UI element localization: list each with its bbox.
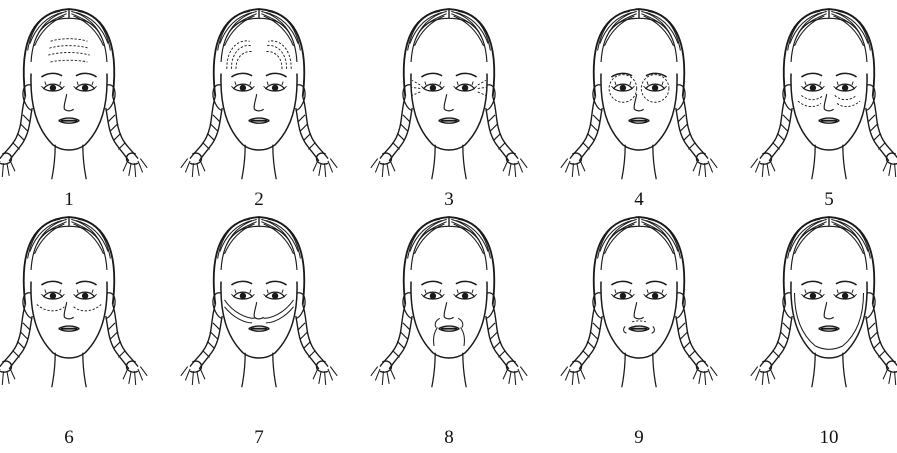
face-drawing (751, 9, 897, 179)
periorbital-circles-marking (609, 75, 669, 103)
panel-number: 3 (444, 189, 454, 210)
face-drawing (371, 9, 527, 179)
face-panel-5: 5 (751, 9, 897, 210)
panel-number: 5 (824, 189, 834, 210)
face-panel-8: 8 (371, 217, 527, 448)
face-drawing (561, 9, 717, 179)
panel-number: 9 (634, 427, 644, 448)
face-drawing (371, 217, 527, 387)
jawline-contour-marking (795, 293, 864, 349)
panel-number: 7 (254, 427, 264, 448)
face-panel-7: 7 (181, 217, 337, 448)
face-drawing (0, 9, 147, 179)
face-panel-4: 4 (561, 9, 717, 210)
horizontal-forehead-lines-marking (48, 39, 89, 62)
face-drawing (751, 217, 897, 387)
crows-feet-marking (411, 80, 487, 95)
face-panel-9: 9 (561, 217, 717, 448)
panel-number: 6 (64, 427, 74, 448)
forehead-arches-marking (227, 41, 291, 69)
face-panel-1: 1 (0, 9, 147, 210)
under-eye-and-cheek-lines-marking (798, 95, 860, 106)
face-panel-2: 2 (181, 9, 337, 210)
face-panel-6: 6 (0, 217, 147, 448)
face-panel-3: 3 (371, 9, 527, 210)
panel-number: 1 (64, 189, 74, 210)
panel-number: 2 (254, 189, 264, 210)
face-drawing (0, 217, 147, 387)
panel-number: 10 (820, 427, 839, 448)
marionette-lines-marking (434, 318, 465, 346)
face-drawing (181, 9, 337, 179)
panel-number: 8 (444, 427, 454, 448)
panel-number: 4 (634, 189, 644, 210)
face-drawing (561, 217, 717, 387)
face-drawing (181, 217, 337, 387)
panels-grid: 1 2 3 4 5 6 7 8 9 10 (0, 9, 897, 448)
face-panel-10: 10 (751, 217, 897, 448)
infraorbital-arcs-marking (37, 305, 101, 311)
